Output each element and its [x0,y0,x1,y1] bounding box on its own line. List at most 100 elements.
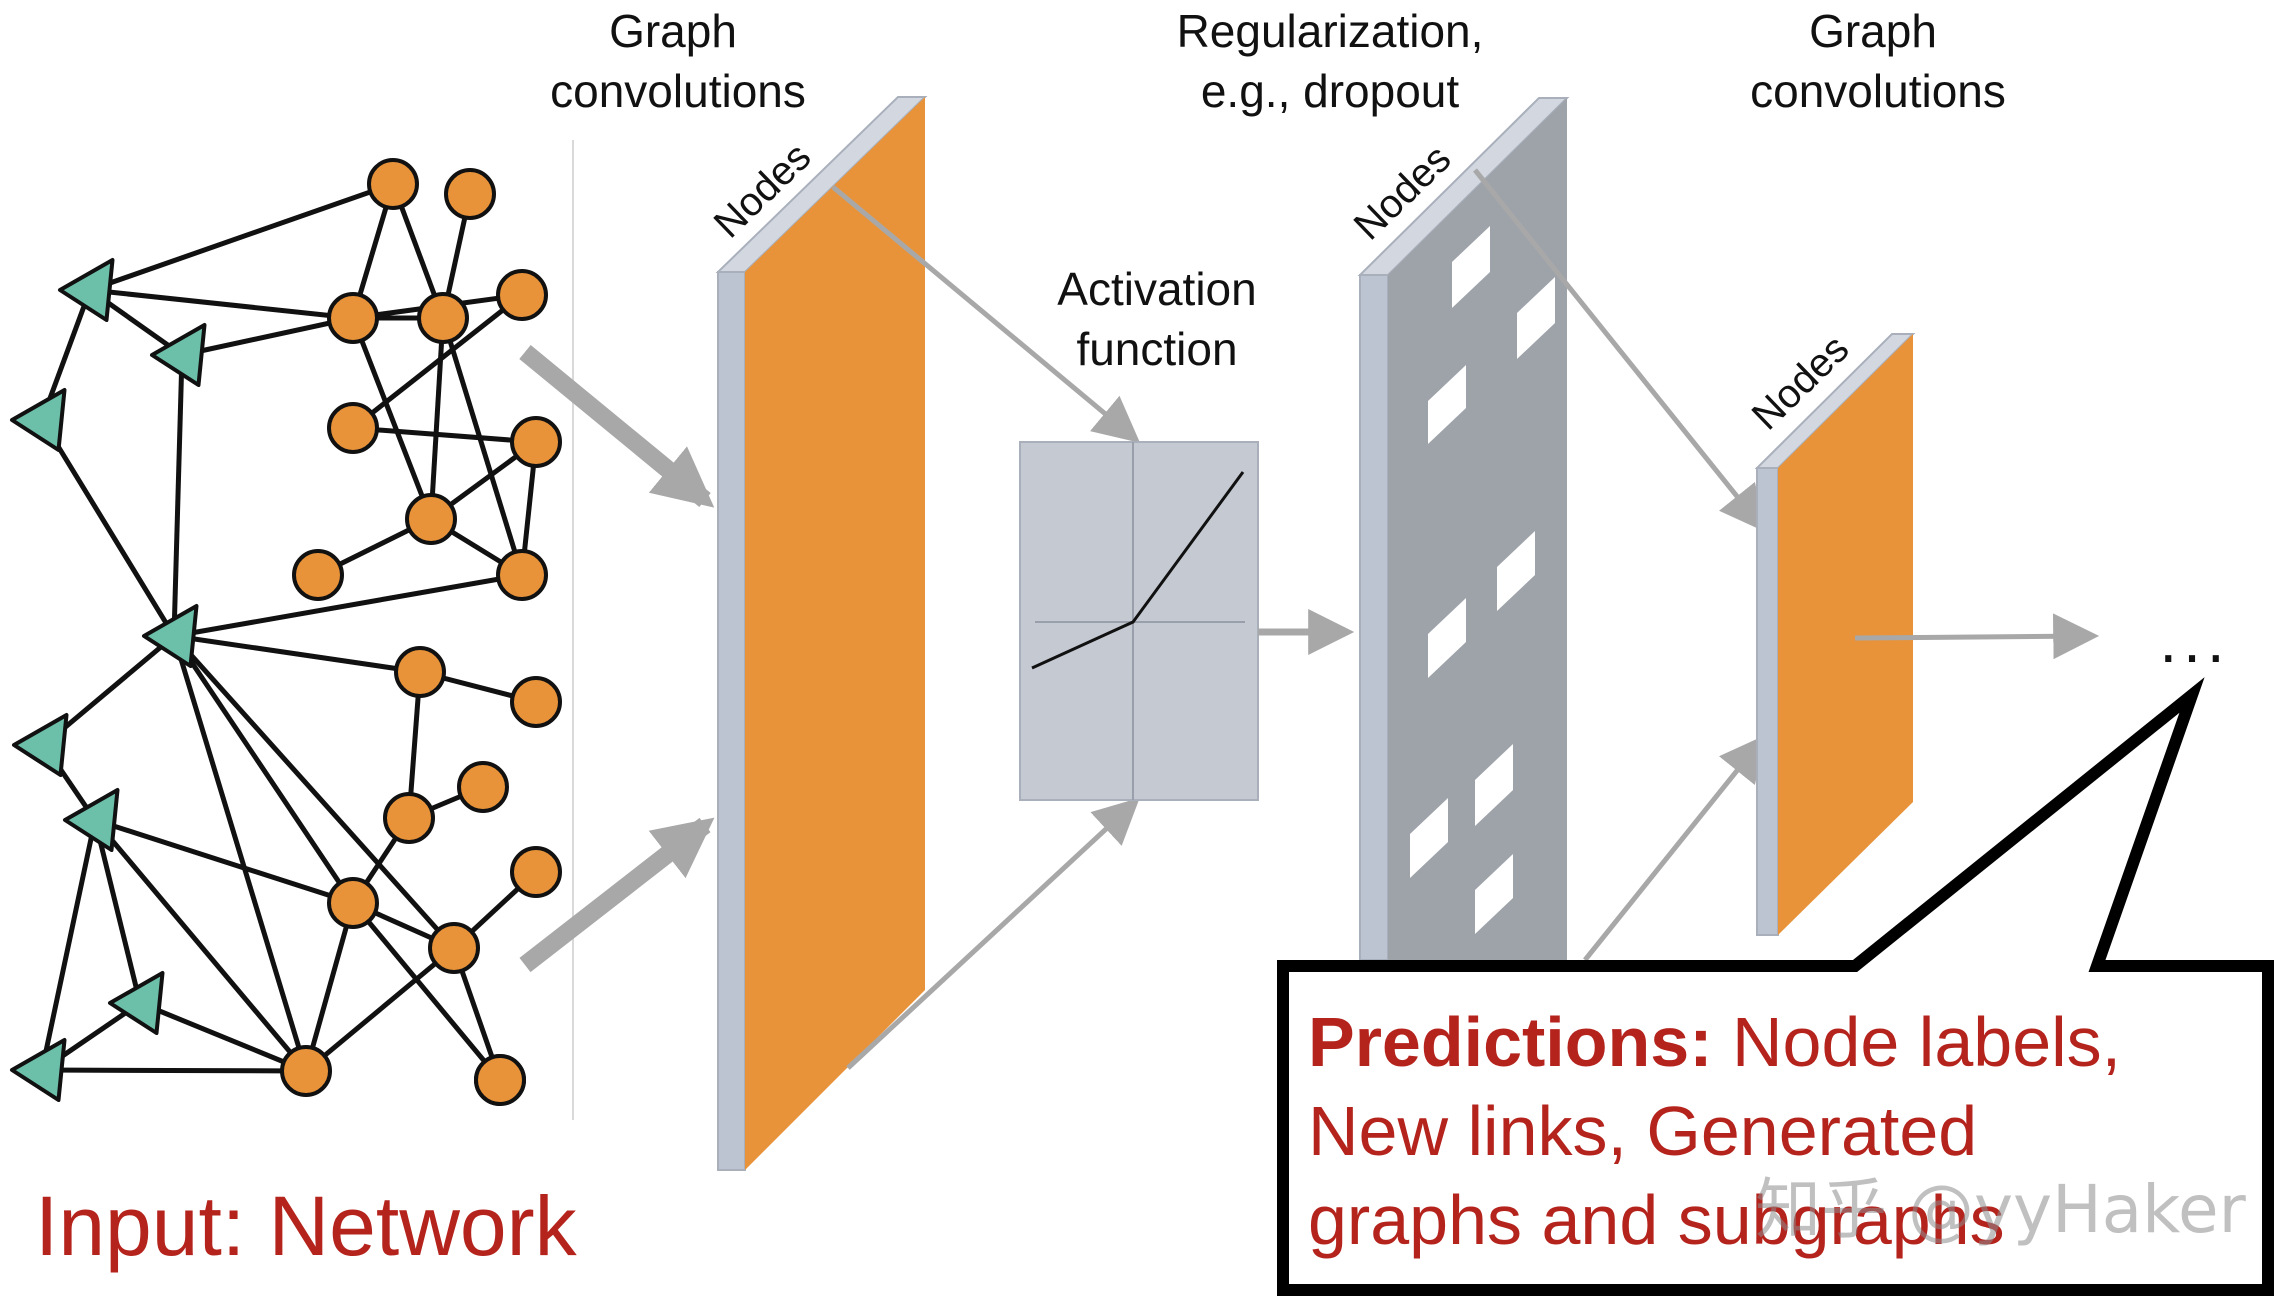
input-label: Input: Network [35,1179,578,1273]
dropout-layer: Nodes [1346,97,1570,961]
network-node-triangle [108,971,165,1035]
network-node-circle [510,846,562,898]
dropout-hole [1428,598,1466,678]
network-edge [350,317,434,520]
network-edge [303,902,356,1072]
network-edge [428,317,446,520]
input-arrow-bottom [519,817,715,973]
conv-layer-1-face [745,97,925,1170]
network-edge [92,819,143,1004]
network-node-triangle [63,788,120,852]
graph-conv-label-1-line2: convolutions [550,65,806,117]
dropout-hole [1497,531,1535,611]
network-node-circle [457,761,509,813]
activation-label-line2: function [1076,323,1237,375]
conv-layer-2-side [1756,467,1779,936]
dropout-hole [1452,226,1490,308]
network-edge [173,633,421,675]
network-edge [440,317,525,576]
network-node-circle [510,416,562,468]
network-node-circle [510,676,562,728]
network-edge [181,315,354,358]
network-node-triangle [12,713,69,777]
dropout-hole [1475,854,1513,934]
network-edge [139,1000,307,1074]
predictions-line2: New links, Generated [1308,1092,1977,1170]
network-node-circle [474,1054,526,1106]
conv-layer-1-side [717,271,746,1171]
network-node-triangle [10,1038,67,1102]
network-node-circle [405,493,457,545]
conv1-to-activation-arrow-top [831,185,1141,443]
ellipsis: ... [2159,604,2230,676]
dropout-layer-side [1359,274,1389,961]
network-edge [173,572,523,639]
network-edge [171,635,309,1072]
regularization-label-line1: Regularization, [1177,5,1484,57]
network-edge [351,901,502,1082]
network-node-triangle [142,604,199,668]
network-edge [41,1067,307,1074]
network-edge [304,946,456,1073]
graph-conv-label-2-line1: Graph [1809,5,1937,57]
dropout-hole [1517,277,1555,359]
conv1-to-activation-arrow-bottom [846,797,1140,1070]
dropout-holes [1410,226,1555,934]
network-edge [39,819,98,1071]
network-edge [89,181,394,293]
network-node-triangle [150,323,207,387]
graph-conv-label-2-line2: convolutions [1750,65,2006,117]
network-node-circle [383,792,435,844]
dropout-hole [1410,798,1448,878]
output-arrow [1854,613,2100,660]
dropout-hole [1428,365,1466,444]
network-node-triangle [58,258,115,322]
network-edge [93,818,308,1073]
network-edge [171,634,356,905]
graph-conv-label-1-line1: Graph [609,5,737,57]
conv-layer-1: Nodes [706,96,928,1171]
predictions-line1: Predictions: Node labels, [1308,1003,2121,1081]
network-node-circle [496,269,548,321]
network-node-circle [327,292,379,344]
network-node-circle [428,922,480,974]
network-edge [89,287,354,321]
activation-label-line1: Activation [1057,263,1256,315]
network-edge [39,418,177,638]
conv-layer-2: Nodes [1744,327,1916,936]
network-node-circle [327,877,379,929]
dropout-to-conv2-arrow-bottom [1583,734,1766,962]
dropout-to-conv2-arrow-top [1473,168,1766,533]
callout-bubble [1277,677,2274,1296]
network-node-circle [327,402,379,454]
network-node-circle [280,1045,332,1097]
network-node-circle [394,646,446,698]
regularization-label-line2: e.g., dropout [1201,65,1460,117]
network-edge [352,425,537,445]
predictions-prefix: Predictions: [1308,1003,1713,1081]
network-edge [351,293,524,430]
network-node-circle [367,158,419,210]
network-node-circle [292,549,344,601]
network-nodes [10,158,562,1106]
network-edge [94,817,354,906]
input-arrow-top [519,345,715,508]
network-edge [171,354,185,637]
network-node-circle [417,292,469,344]
activation-curve [1031,471,1245,670]
network-node-circle [444,168,496,220]
predictions-line1-text: Node labels, [1732,1003,2121,1081]
conv-layer-2-face [1778,334,1913,935]
input-network [10,158,562,1106]
dropout-hole [1475,744,1513,826]
network-node-circle [496,549,548,601]
activation-function-box [1019,441,1259,801]
input-label-text: Network [269,1179,578,1273]
network-edges [39,181,539,1082]
network-node-triangle [10,388,67,452]
watermark: 知乎 @yyHaker [1755,1171,2247,1248]
predictions-line3: graphs and subgraphs [1308,1181,2005,1259]
input-label-prefix: Input: [35,1179,245,1273]
network-edge [172,634,456,950]
